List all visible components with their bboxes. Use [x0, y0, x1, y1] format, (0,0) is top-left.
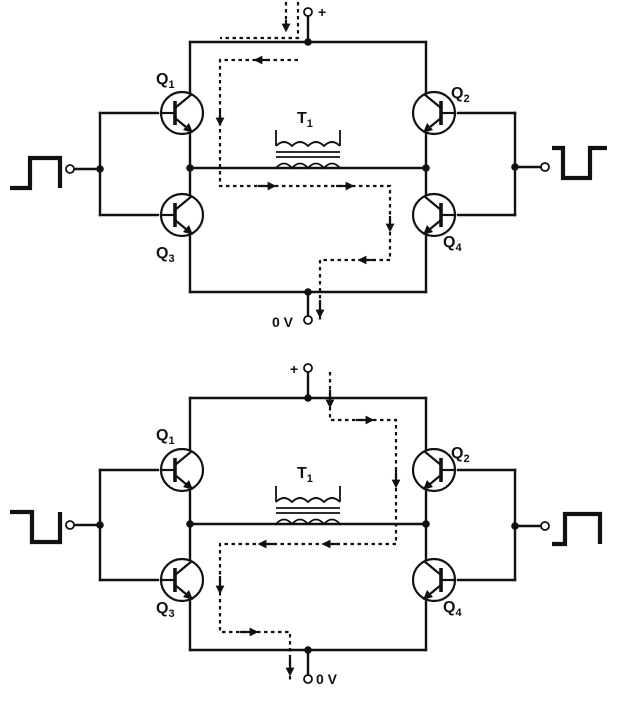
top-left-pulse: [10, 155, 63, 191]
top-q1-label: Q1: [156, 71, 175, 91]
bottom-q3-transistor: [159, 557, 205, 603]
bottom-q3-label: Q3: [156, 600, 175, 620]
top-q4-transistor: [411, 192, 457, 238]
bottom-q4-transistor: [411, 557, 457, 603]
top-q4-label: Q4: [443, 234, 462, 254]
top-transformer: [275, 130, 341, 170]
bottom-plus-label: +: [290, 361, 298, 377]
top-terminals: [65, 7, 550, 325]
top-current-flow: [215, 2, 395, 322]
bottom-q1-transistor: [159, 447, 205, 493]
bottom-t1-label: T1: [297, 465, 313, 485]
bottom-q4-label: Q4: [443, 599, 462, 619]
top-zero-v-label: 0 V: [272, 314, 294, 330]
bottom-current-flow: [215, 372, 401, 680]
bottom-q2-label: Q2: [451, 445, 470, 465]
top-circuit: + 0 V T1 Q1 Q2 Q3 Q4: [10, 2, 607, 330]
top-junctions: [96, 38, 519, 296]
top-q3-transistor: [159, 192, 205, 238]
bottom-q2-transistor: [411, 447, 457, 493]
top-q1-transistor: [159, 90, 205, 136]
top-wires: [72, 10, 542, 320]
bottom-zero-v-label: 0 V: [316, 671, 338, 687]
bottom-terminals: [65, 363, 550, 684]
top-plus-label: +: [318, 4, 326, 20]
top-q2-transistor: [411, 90, 457, 136]
top-q2-label: Q2: [451, 85, 470, 105]
bottom-q1-label: Q1: [156, 427, 175, 447]
top-right-pulse: [552, 145, 607, 181]
bottom-right-pulse: [552, 511, 603, 547]
bottom-left-pulse: [10, 509, 63, 545]
bottom-transformer: [275, 486, 341, 526]
top-t1-label: T1: [297, 110, 313, 130]
bottom-junctions: [96, 394, 519, 654]
top-q3-label: Q3: [156, 245, 175, 265]
bottom-circuit: + 0 V T1 Q1 Q2 Q3 Q4: [10, 361, 603, 687]
